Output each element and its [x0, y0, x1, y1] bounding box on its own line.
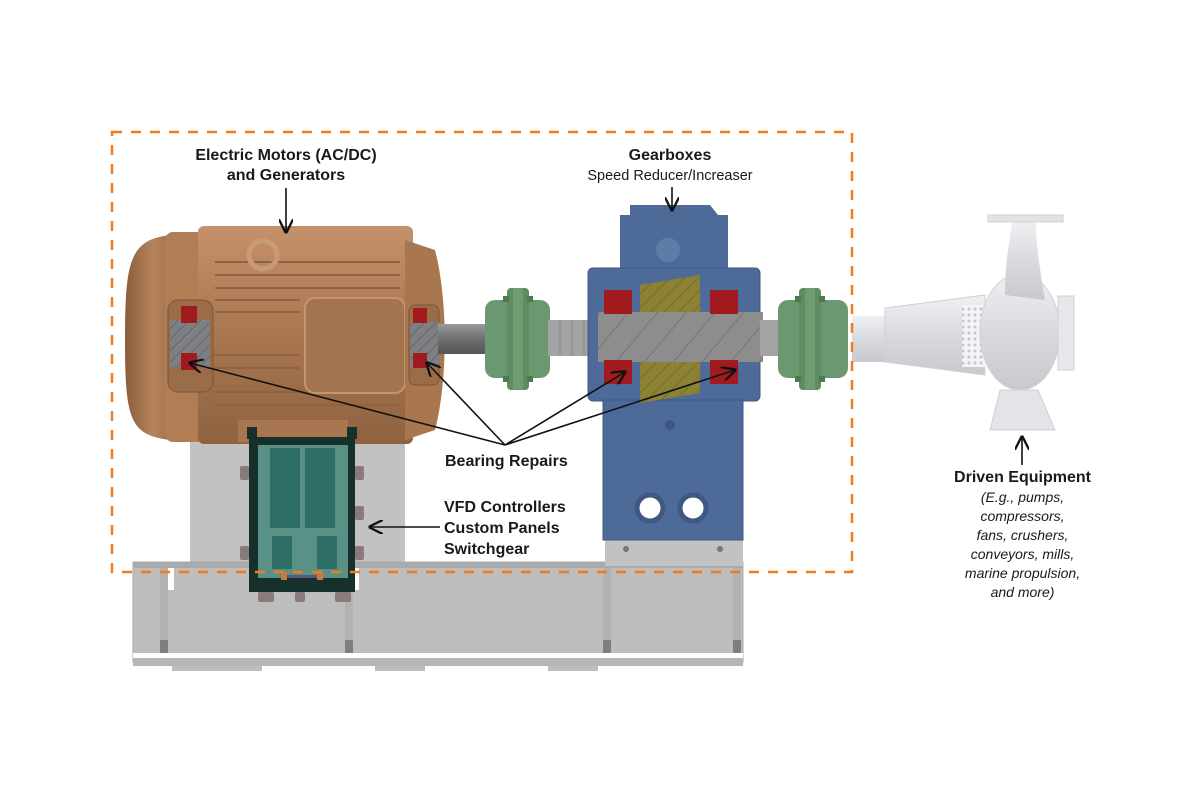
driven-equipment-detail: fans, crushers,	[976, 527, 1069, 543]
driven-equipment-detail: marine propulsion,	[964, 565, 1081, 581]
scope-boundary	[110, 130, 854, 574]
arrow-bearing-4	[504, 370, 735, 446]
bearing-motor-right-top	[413, 308, 427, 323]
gearbox	[587, 205, 763, 541]
driven-equipment-title: Driven Equipment	[954, 469, 1091, 486]
base-frame	[132, 440, 744, 671]
bearing-motor-left-top	[181, 306, 197, 323]
motor	[125, 226, 445, 444]
bearing-motor-left-bottom	[181, 353, 197, 370]
gearboxes-title: Gearboxes	[628, 147, 712, 164]
gearboxes-label: Gearboxes Speed Reducer/Increaser	[565, 146, 775, 186]
vfd-panel	[240, 427, 364, 602]
vfd-label: VFD Controllers Custom Panels Switchgear	[444, 497, 624, 560]
bearing-gearbox-right-bottom	[710, 360, 738, 384]
vfd-label-line1: VFD Controllers	[444, 499, 566, 516]
arrow-bearing-2	[427, 363, 506, 446]
bearing-gearbox-right-top	[710, 290, 738, 314]
coupling-1	[485, 288, 550, 390]
driven-equipment-label: Driven Equipment (E.g., pumps, compresso…	[935, 468, 1110, 602]
vfd-label-line2: Custom Panels	[444, 520, 560, 537]
bearing-motor-right-bottom	[413, 353, 427, 368]
bearing-gearbox-left-bottom	[604, 360, 632, 384]
motors-label: Electric Motors (AC/DC) and Generators	[170, 146, 402, 186]
arrow-bearing-1	[190, 363, 506, 446]
driven-equipment-detail: conveyors, mills,	[970, 546, 1075, 562]
gearboxes-subtitle: Speed Reducer/Increaser	[587, 168, 753, 184]
leader-arrows	[190, 187, 1022, 527]
driven-equipment-detail: compressors,	[980, 508, 1065, 524]
arrow-bearing-3	[504, 372, 625, 446]
driven-equipment-detail: and more)	[990, 584, 1055, 600]
bearing-repairs-label: Bearing Repairs	[445, 453, 568, 470]
driven-equipment-detail: (E.g., pumps,	[980, 489, 1065, 505]
vfd-label-line3: Switchgear	[444, 541, 530, 558]
bearing-gearbox-left-top	[604, 290, 632, 314]
motors-label-line1: Electric Motors (AC/DC)	[195, 147, 377, 164]
coupling-2	[778, 288, 848, 390]
motors-label-line2: and Generators	[226, 167, 346, 184]
motor-shaft	[438, 324, 493, 354]
pump	[852, 214, 1075, 431]
